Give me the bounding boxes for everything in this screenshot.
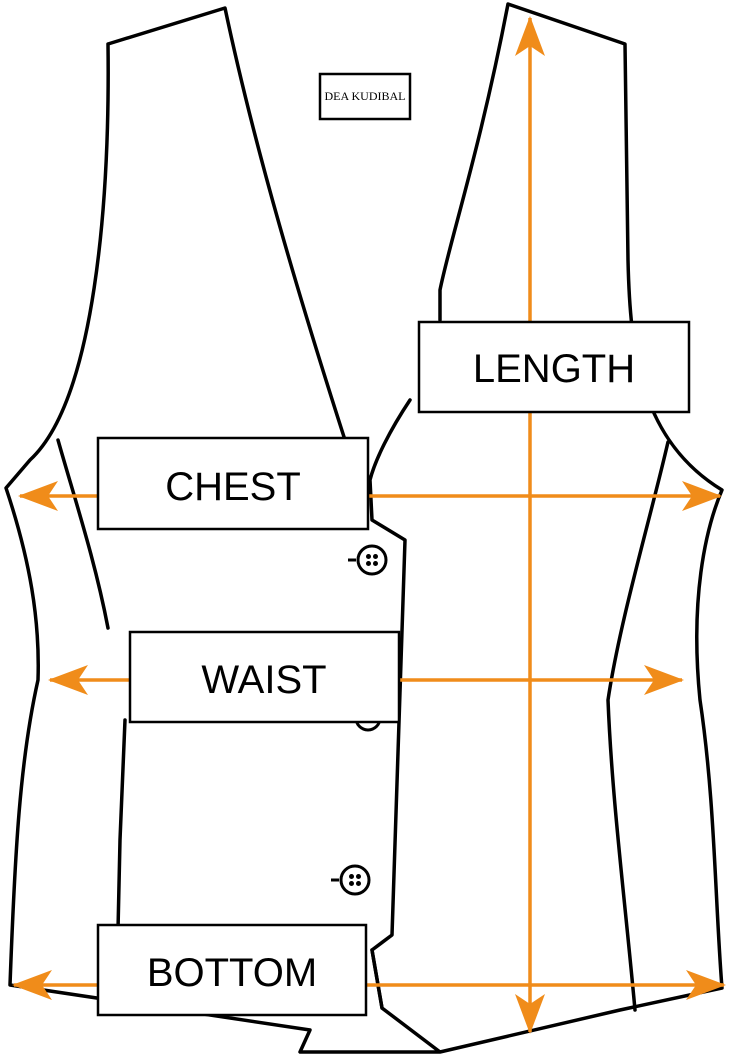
left-lower-seam <box>116 718 127 932</box>
bottom-label-text: BOTTOM <box>147 951 317 995</box>
bottom-label: BOTTOM <box>96 923 368 1017</box>
front-hem-curve <box>370 948 384 1010</box>
vest-button-icon <box>348 544 388 576</box>
left-side-seam <box>56 438 110 630</box>
vest-button-icon <box>331 864 371 896</box>
chest-label: CHEST <box>96 436 370 531</box>
length-label-text: LENGTH <box>473 347 635 391</box>
vest-silhouette <box>4 2 724 1054</box>
vest-outline <box>4 2 724 1054</box>
brand-label-text: DEA KUDIBAL <box>325 89 406 103</box>
brand-label: DEA KUDIBAL <box>318 72 412 121</box>
right-side-seam <box>606 440 670 1012</box>
chest-label-text: CHEST <box>165 465 301 509</box>
length-label: LENGTH <box>417 320 691 414</box>
waist-label: WAIST <box>128 630 401 724</box>
waist-label-text: WAIST <box>201 658 326 702</box>
